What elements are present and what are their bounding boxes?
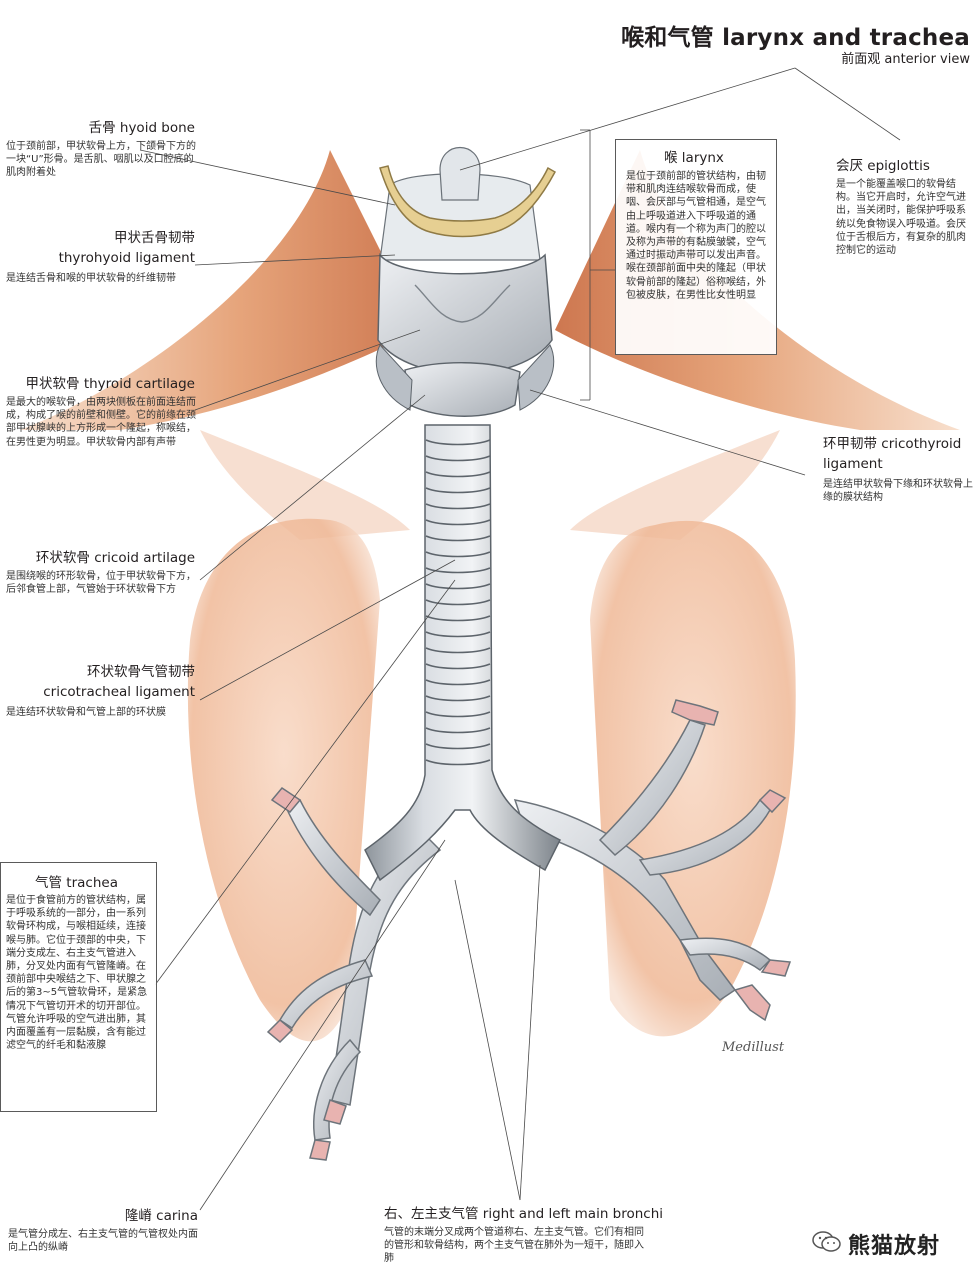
trachea-ring	[425, 631, 491, 638]
page-subtitle: 前面观 anterior view	[841, 52, 970, 67]
larynx-description: 是位于颈前部的管状结构，由韧带和肌肉连结喉软骨而成，使咽、会厌部与气管相通，是空…	[626, 171, 766, 301]
trachea-ring	[425, 663, 491, 670]
trachea-ring	[425, 727, 491, 734]
trachea-ring	[425, 503, 491, 510]
watermark: 熊猫放射	[848, 1234, 941, 1259]
left-lung	[590, 520, 796, 1037]
illustrator-signature: Medillust	[722, 1040, 785, 1055]
carina-description: 是气管分成左、右主支气管的气管杈处内面向上凸的纵嵴	[8, 1229, 198, 1254]
thyroid-description: 是最大的喉软骨，由两块侧板在前面连结而成，构成了喉的前壁和侧壁。它的前缘在颈部甲…	[6, 397, 196, 448]
right-lung	[187, 518, 380, 1042]
trachea-ring	[425, 455, 491, 462]
trachea-ring	[425, 567, 491, 574]
larynx-label: 喉 larynx	[664, 150, 724, 166]
trachea-ring	[425, 759, 491, 766]
cricotracheal-description: 是连结环状软骨和气管上部的环状膜	[6, 707, 166, 718]
trachea-ring	[425, 519, 491, 526]
thyroid-label: 甲状软骨 thyroid cartilage	[25, 376, 195, 392]
larynx-box: 喉 larynx 是位于颈前部的管状结构，由韧带和肌肉连结喉软骨而成，使咽、会厌…	[615, 139, 777, 355]
trachea-ring	[425, 439, 491, 446]
thyrohyoid-label-en: thyrohyoid ligament	[58, 250, 195, 266]
hyoid-label: 舌骨 hyoid bone	[88, 120, 195, 136]
trachea-rings	[425, 439, 491, 766]
carina-label: 隆嵴 carina	[124, 1208, 198, 1224]
thyrohyoid-label-cn: 甲状舌骨韧带	[114, 230, 195, 246]
wechat-icon	[812, 1230, 842, 1254]
cricothyroid-label-en: ligament	[823, 456, 883, 472]
trachea-ring	[425, 535, 491, 542]
trachea-ring	[425, 487, 491, 494]
trachea-label: 气管 trachea	[35, 875, 118, 891]
trachea-ring	[425, 647, 491, 654]
cricotracheal-label-en: cricotracheal ligament	[43, 684, 195, 700]
trachea-ring	[425, 583, 491, 590]
trachea-box: 气管 trachea 是位于食管前方的管状结构，属于呼吸系统的一部分，由一系列软…	[0, 862, 157, 1112]
trachea-ring	[425, 711, 491, 718]
cricoid-label: 环状软骨 cricoid artilage	[35, 550, 195, 566]
trachea-ring	[425, 679, 491, 686]
left-bronchial-tree	[513, 699, 792, 1022]
hyoid-description: 位于颈前部，甲状软骨上方，下颌骨下方的一块“U”形骨。是舌肌、咽肌以及口腔底的肌…	[6, 141, 196, 179]
hyoid-bone	[379, 165, 557, 238]
cricotracheal-label-cn: 环状软骨气管韧带	[87, 664, 195, 680]
trachea-ring	[425, 551, 491, 558]
trachea-ring	[425, 743, 491, 750]
bronchi-label: 右、左主支气管 right and left main bronchi	[384, 1206, 664, 1222]
cricoid-description: 是围绕喉的环形软骨，位于甲状软骨下方，后邻食管上部，气管始于环状软骨下方	[6, 571, 196, 596]
epiglottis-label: 会厌 epiglottis	[836, 158, 930, 174]
epiglottis	[439, 146, 481, 201]
trachea-ring	[425, 615, 491, 622]
cricothyroid-description: 是连结甲状软骨下缘和环状软骨上缘的膜状结构	[823, 479, 973, 504]
right-bronchial-tree	[266, 787, 442, 1161]
trachea-ring	[425, 599, 491, 606]
bronchi-description: 气管的末端分叉成两个管道称右、左主支气管。它们有相同的管形和软骨结构，两个主支气…	[384, 1227, 644, 1265]
trachea-ring	[425, 471, 491, 478]
larynx	[375, 173, 555, 417]
thyrohyoid-description: 是连结舌骨和喉的甲状软骨的纤维韧带	[6, 273, 176, 284]
epiglottis-description: 是一个能覆盖喉口的软骨结构。当它开启时，允许空气进出，当关闭时，能保护呼吸系统以…	[836, 179, 966, 257]
leader-lines	[139, 67, 901, 1211]
page-title: 喉和气管 larynx and trachea	[621, 25, 970, 51]
trachea-ring	[425, 695, 491, 702]
cricothyroid-label-cn: 环甲韧带 cricothyroid	[823, 436, 962, 452]
trachea-description: 是位于食管前方的管状结构，属于呼吸系统的一部分，由一系列软骨环构成，与喉相延续，…	[6, 895, 148, 1052]
